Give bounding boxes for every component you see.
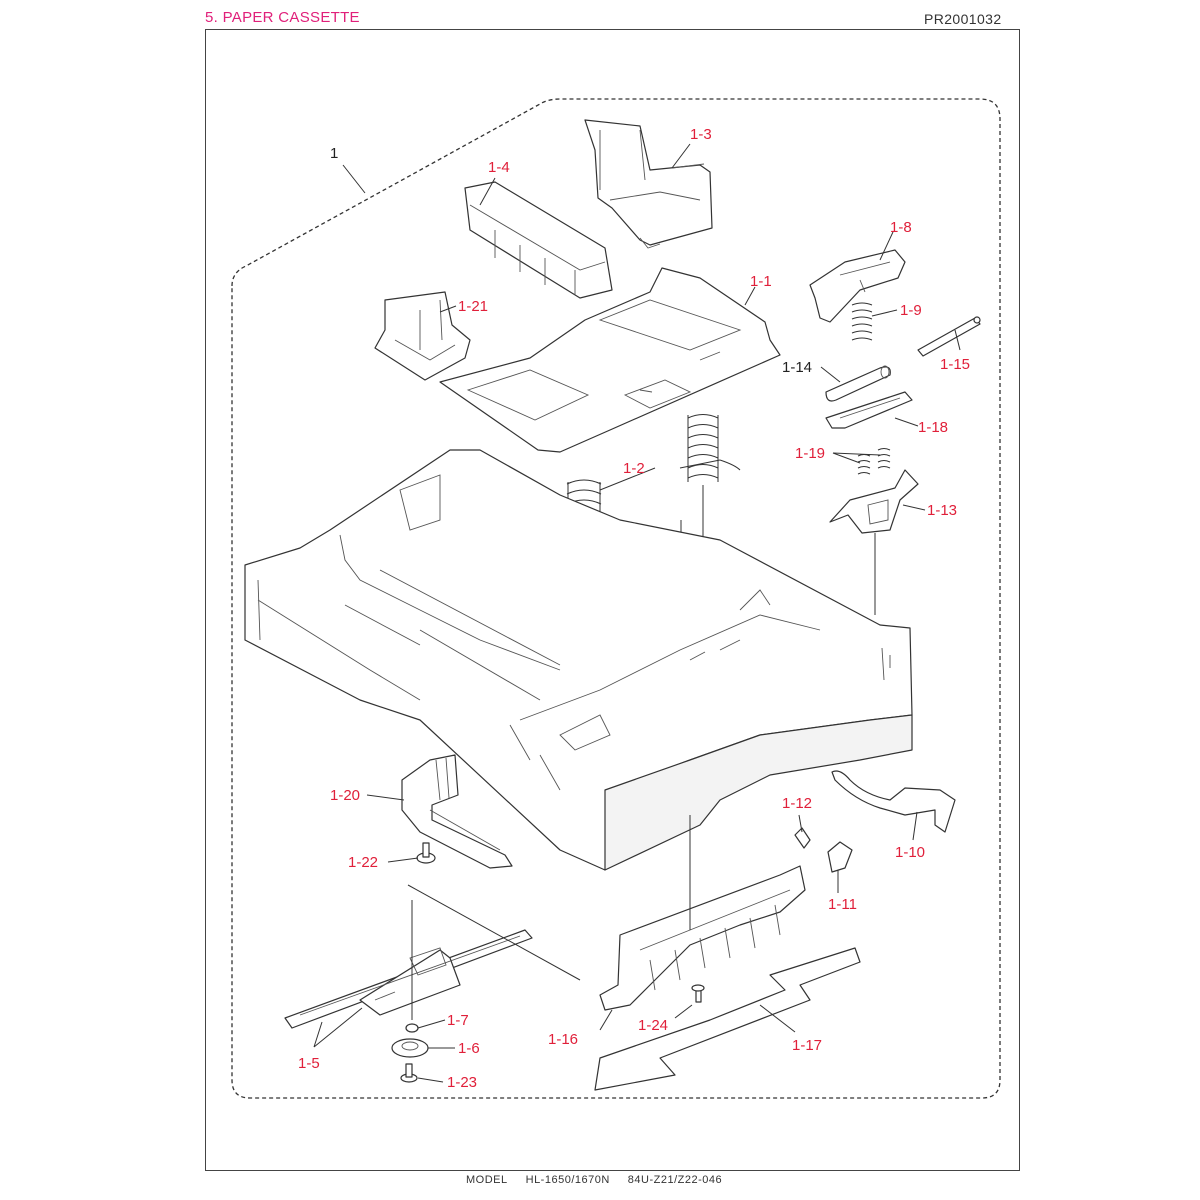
model-code: 84U-Z21/Z22-046 [627, 1174, 723, 1186]
part-1-3-paper-guide [584, 119, 713, 249]
part-1-19-springs [857, 448, 891, 475]
part-1-13-bracket [829, 469, 919, 615]
part-1-8-lever [809, 249, 906, 323]
part-1-7-washer [405, 1023, 419, 1033]
part-1-14-roller [825, 365, 891, 402]
label-assembly-1: 1 [330, 145, 338, 162]
part-1-21-guide [374, 291, 471, 381]
part-1-4-rear-guide [464, 181, 613, 299]
label-1-17: 1-17 [792, 1037, 822, 1054]
label-1-7: 1-7 [447, 1012, 469, 1029]
label-1-14: 1-14 [782, 359, 812, 376]
label-1-9: 1-9 [900, 302, 922, 319]
label-1-4: 1-4 [488, 159, 510, 176]
label-1-6: 1-6 [458, 1040, 480, 1057]
part-1-9-spring [851, 302, 873, 341]
label-1-5: 1-5 [298, 1055, 320, 1072]
model-footer: MODEL HL-1650/1670N 84U-Z21/Z22-046 [466, 1174, 740, 1186]
label-1-23: 1-23 [447, 1074, 477, 1091]
part-1-1-paper-plate [439, 267, 781, 453]
label-1-3: 1-3 [690, 126, 712, 143]
part-1-5-rails [284, 884, 581, 1029]
section-title: 5. PAPER CASSETTE [205, 9, 360, 26]
part-1-23-screw [400, 1063, 418, 1083]
assembly-boundary [231, 98, 1001, 1099]
document-code: PR2001032 [924, 11, 1002, 27]
part-1-11-latch [827, 841, 853, 873]
part-1-16-front-cover [599, 815, 806, 1011]
part-1-10-lever [831, 770, 956, 833]
part-1-15-shaft [917, 316, 981, 357]
label-1-8: 1-8 [890, 219, 912, 236]
label-1-18: 1-18 [918, 419, 948, 436]
label-1-11: 1-11 [828, 896, 857, 913]
model-value: HL-1650/1670N [525, 1174, 610, 1186]
part-1-12-clip [794, 827, 811, 849]
part-1-6-gear [391, 1038, 429, 1058]
label-1-16: 1-16 [548, 1031, 578, 1048]
assembly-leader [342, 164, 366, 194]
label-1-24: 1-24 [638, 1017, 668, 1034]
cassette-tray-body [244, 449, 913, 871]
diagram-frame [205, 29, 1020, 1171]
part-1-20-guide [401, 754, 513, 869]
label-1-20: 1-20 [330, 787, 360, 804]
model-label: MODEL [466, 1174, 508, 1186]
label-1-13: 1-13 [927, 502, 957, 519]
label-1-22: 1-22 [348, 854, 378, 871]
part-1-22-screw [416, 842, 436, 864]
part-1-18-holder [825, 391, 913, 429]
label-1-1: 1-1 [750, 273, 772, 290]
label-leaders [313, 143, 961, 1083]
label-1-2: 1-2 [623, 460, 645, 477]
label-1-12: 1-12 [782, 795, 812, 812]
part-1-24-screw [691, 984, 705, 1003]
part-1-17-plate [594, 947, 861, 1091]
label-1-15: 1-15 [940, 356, 970, 373]
label-1-10: 1-10 [895, 844, 925, 861]
label-1-21: 1-21 [458, 298, 488, 315]
label-1-19: 1-19 [795, 445, 825, 462]
